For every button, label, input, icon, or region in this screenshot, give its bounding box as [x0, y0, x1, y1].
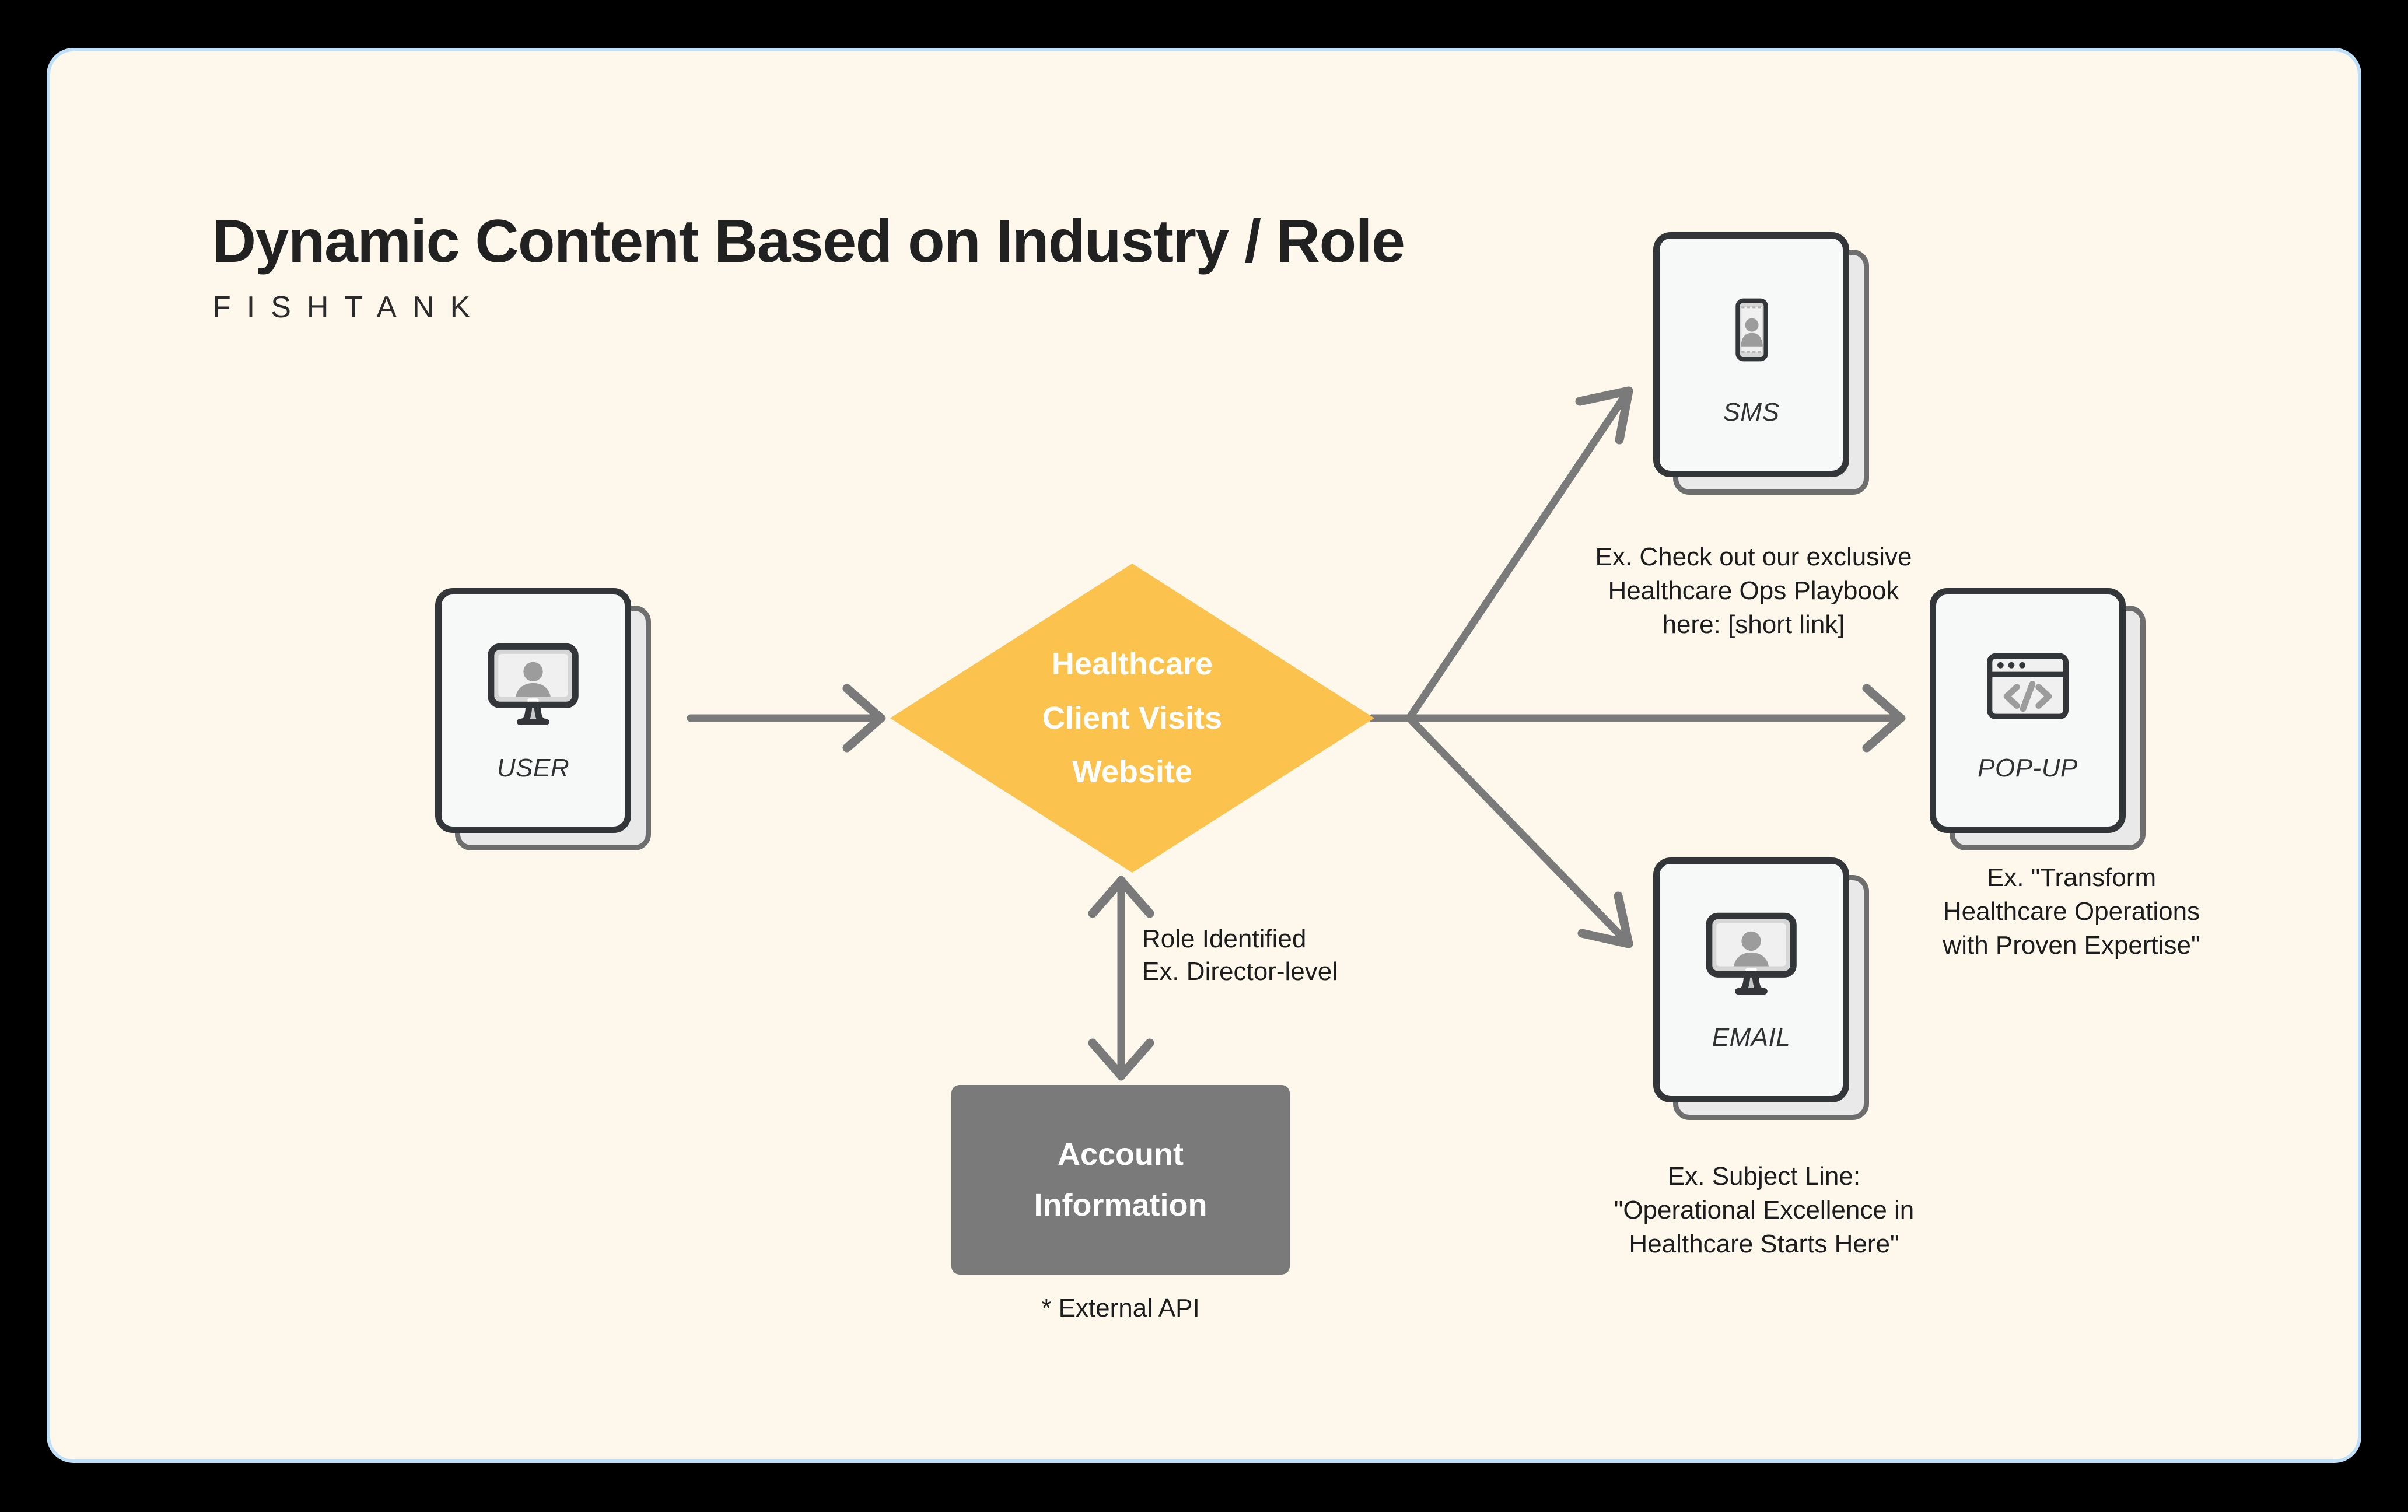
- node-label: POP-UP: [1978, 754, 2078, 782]
- caption-email-line-3: Healthcare Starts Here": [1629, 1230, 1899, 1259]
- page-title: Dynamic Content Based on Industry / Role: [212, 208, 1405, 275]
- caption-popup-line-3: with Proven Expertise": [1943, 931, 2200, 960]
- decision-line-3: Website: [1072, 754, 1193, 790]
- caption-popup-line-1: Ex. "Transform: [1986, 863, 2157, 892]
- edge-decision-to-email: [1405, 714, 1633, 949]
- card-face: EMAIL: [1653, 858, 1849, 1102]
- browser-code-icon: [1979, 642, 2077, 729]
- node-sms[interactable]: SMS: [1653, 232, 1869, 495]
- mobile-phone-user-icon: [1702, 286, 1800, 373]
- caption-email-line-1: Ex. Subject Line:: [1667, 1162, 1861, 1191]
- role-label-line-2: Ex. Director-level: [1142, 957, 1338, 986]
- node-account-information[interactable]: Account Information: [951, 1085, 1290, 1275]
- node-decision[interactable]: Healthcare Client Visits Website: [890, 564, 1374, 873]
- caption-email-line-2: "Operational Excellence in: [1614, 1196, 1915, 1225]
- diagram-canvas: Dynamic Content Based on Industry / Role…: [47, 48, 2361, 1463]
- edge-decision-to-popup: [1405, 684, 1906, 752]
- node-label: SMS: [1723, 398, 1780, 426]
- caption-email: Ex. Subject Line: "Operational Excellenc…: [1519, 1160, 2009, 1261]
- caption-sms: Ex. Check out our exclusive Healthcare O…: [1508, 540, 1999, 642]
- node-popup[interactable]: POP-UP: [1930, 588, 2146, 850]
- account-line-1: Account: [1058, 1137, 1184, 1172]
- monitor-user-icon: [484, 642, 582, 729]
- card-face: POP-UP: [1930, 588, 2126, 833]
- node-email[interactable]: EMAIL: [1653, 858, 1869, 1120]
- card-face: SMS: [1653, 232, 1849, 477]
- node-user[interactable]: USER: [435, 588, 651, 850]
- decision-line-1: Healthcare: [1051, 646, 1213, 681]
- node-label: USER: [496, 754, 570, 782]
- caption-sms-line-3: here: [short link]: [1662, 610, 1845, 639]
- caption-popup: Ex. "Transform Healthcare Operations wit…: [1829, 861, 2314, 963]
- diamond-label: Healthcare Client Visits Website: [890, 564, 1374, 873]
- caption-popup-line-2: Healthcare Operations: [1943, 897, 2200, 926]
- card-face: USER: [435, 588, 631, 833]
- diagram-header: Dynamic Content Based on Industry / Role…: [212, 208, 1405, 325]
- decision-line-2: Client Visits: [1042, 700, 1223, 736]
- edge-user-to-decision: [687, 684, 886, 752]
- role-label-line-1: Role Identified: [1142, 925, 1307, 953]
- caption-sms-line-1: Ex. Check out our exclusive: [1595, 542, 1912, 571]
- account-line-2: Information: [1034, 1187, 1208, 1223]
- edge-decision-to-account: [1088, 876, 1154, 1081]
- monitor-user-icon: [1702, 911, 1800, 999]
- edge-label-role-identified: Role Identified Ex. Director-level: [1142, 923, 1338, 989]
- brand-wordmark: FISHTANK: [212, 290, 487, 325]
- node-label: EMAIL: [1712, 1023, 1791, 1052]
- caption-sms-line-2: Healthcare Ops Playbook: [1608, 576, 1899, 606]
- external-api-note: * External API: [1041, 1294, 1200, 1322]
